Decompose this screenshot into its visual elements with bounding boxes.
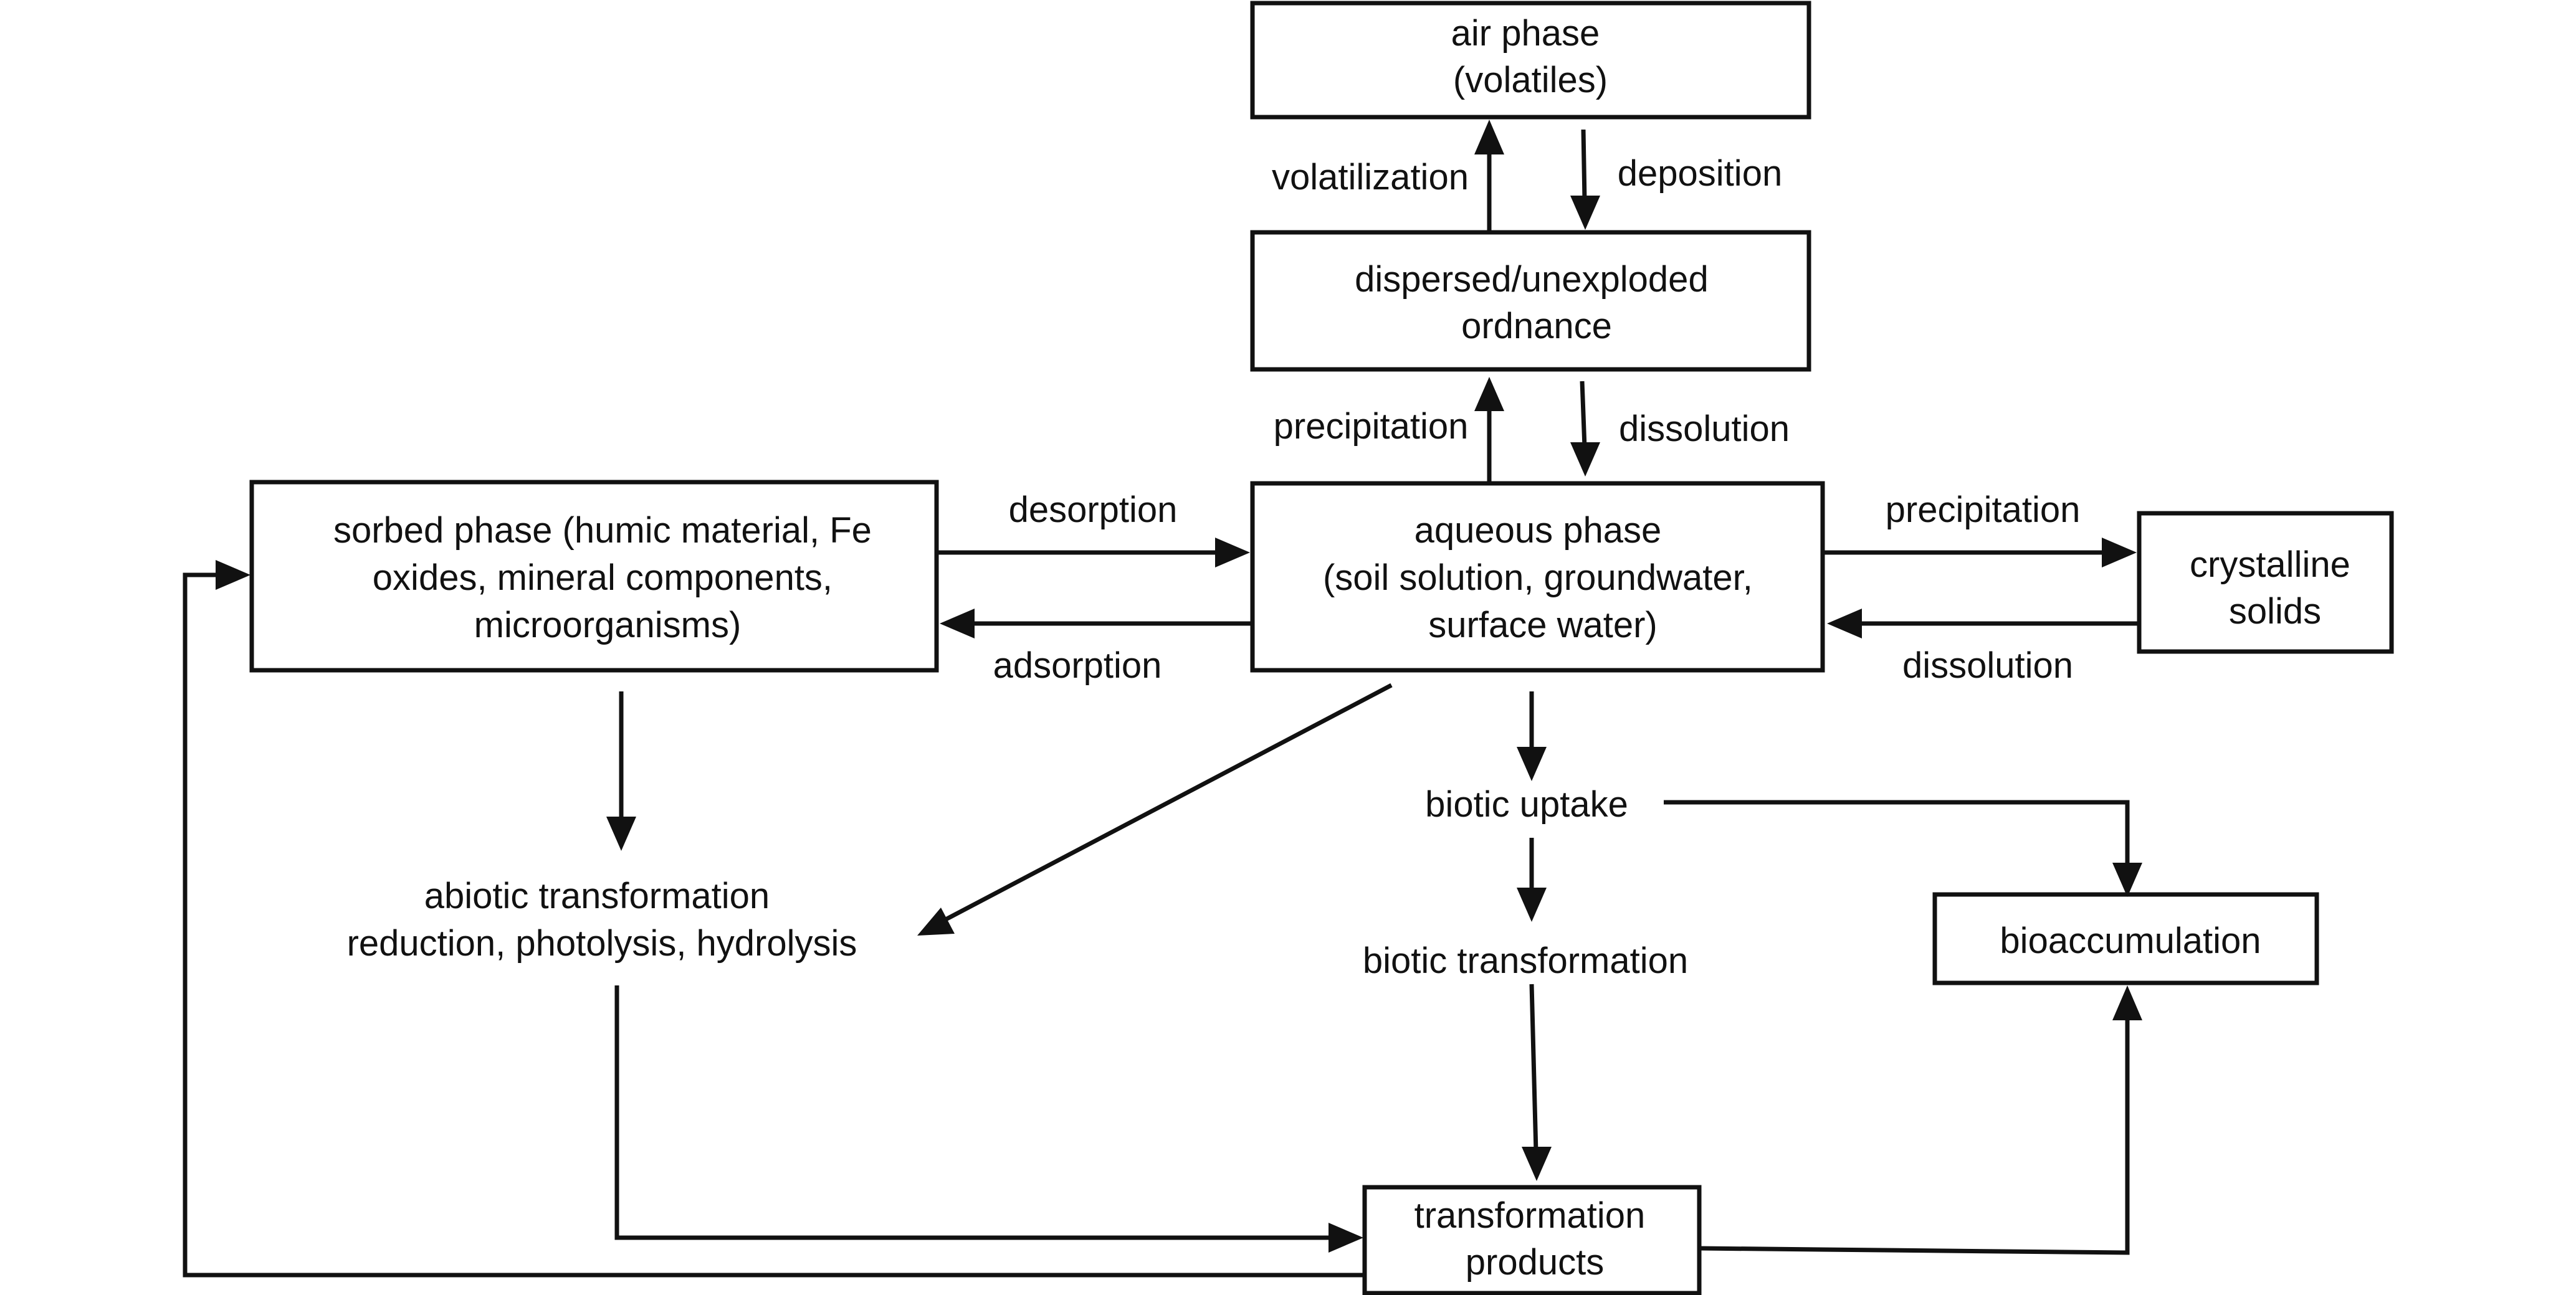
biotic-uptake-to-bioaccumulation-arrow (1664, 800, 2142, 897)
ordnance-label-line-2: ordnance (1461, 306, 1612, 346)
sorbed-phase-label-line-1: sorbed phase (humic material, Fe (333, 510, 872, 551)
transformation-products-node: transformation products (1362, 1185, 1702, 1295)
sorbed-phase-node: sorbed phase (humic material, Fe oxides,… (249, 480, 939, 673)
precipitation-right-arrow (1823, 538, 2137, 567)
transformation-products-box (1362, 1185, 1702, 1295)
desorption-arrow (937, 538, 1250, 567)
biotic-uptake-label-line-1: biotic uptake (1425, 784, 1628, 825)
biotic-transformation-label: biotic transformation (1363, 941, 1688, 981)
abiotic-transformation-label: abiotic transformation reduction, photol… (347, 876, 857, 964)
volatilization-label: volatilization (1272, 157, 1469, 197)
deposition-arrow (1570, 129, 1600, 230)
crystalline-solids-node: crystalline solids (2137, 511, 2394, 654)
adsorption-label: adsorption (993, 645, 1162, 686)
biotic-transformation-to-products-arrow (1522, 984, 1552, 1181)
crystalline-solids-label: crystalline solids (2190, 544, 2360, 632)
desorption-label: desorption (1009, 490, 1178, 530)
sorbed-phase-label-line-3: microorganisms) (474, 605, 742, 645)
dissolution-down-label: dissolution (1619, 409, 1790, 449)
air-phase-box (1250, 1, 1811, 120)
transformation-products-label-line-1: transformation (1414, 1195, 1646, 1236)
dissolution-down-arrow (1570, 381, 1600, 477)
biotic-transformation-label-line-1: biotic transformation (1363, 941, 1688, 981)
deposition-label: deposition (1618, 153, 1782, 194)
crystalline-solids-label-line-2: solids (2229, 591, 2321, 632)
ordnance-label: dispersed/unexploded ordnance (1355, 259, 1719, 346)
crystalline-solids-label-line-1: crystalline (2190, 544, 2350, 585)
products-to-sorbed-arrow (183, 560, 1365, 1278)
aqueous-to-biotic-uptake-arrow (1517, 691, 1547, 781)
crystalline-solids-box (2137, 511, 2394, 654)
bioaccumulation-node: bioaccumulation (1932, 892, 2319, 985)
sorbed-phase-box (249, 480, 939, 673)
biotic-uptake-label: biotic uptake (1425, 784, 1628, 825)
bioaccumulation-label: bioaccumulation (2000, 921, 2261, 961)
dissolution-left-arrow (1827, 609, 2139, 638)
dissolution-left-label: dissolution (1902, 645, 2073, 686)
air-phase-label-line-2: (volatiles) (1453, 60, 1608, 100)
sorbed-phase-label-line-2: oxides, mineral components, (373, 557, 832, 598)
air-phase-node: air phase (volatiles) (1250, 1, 1811, 120)
adsorption-arrow (940, 609, 1252, 638)
air-phase-label: air phase (volatiles) (1451, 13, 1610, 100)
abiotic-transformation-label-line-1: abiotic transformation (424, 876, 770, 916)
precipitation-up-arrow (1474, 377, 1504, 483)
sorbed-to-abiotic-arrow (606, 691, 636, 851)
aqueous-phase-box (1250, 481, 1825, 673)
precipitation-right-label: precipitation (1886, 490, 2081, 530)
aqueous-phase-label-line-1: aqueous phase (1414, 510, 1662, 551)
ordnance-label-line-1: dispersed/unexploded (1355, 259, 1709, 300)
abiotic-to-products-arrow (614, 985, 1363, 1253)
volatilization-arrow (1474, 120, 1504, 232)
products-to-bioaccumulation-arrow (1699, 985, 2142, 1255)
abiotic-transformation-label-line-2: reduction, photolysis, hydrolysis (347, 923, 857, 964)
aqueous-phase-label-line-3: surface water) (1428, 605, 1657, 645)
precipitation-up-label: precipitation (1274, 406, 1469, 447)
transformation-products-label: transformation products (1414, 1195, 1656, 1283)
sorbed-phase-label: sorbed phase (humic material, Fe oxides,… (333, 510, 882, 645)
bioaccumulation-box (1932, 892, 2319, 985)
aqueous-to-abiotic-arrow (917, 683, 1393, 936)
bioaccumulation-label-line-1: bioaccumulation (2000, 921, 2261, 961)
ordnance-node: dispersed/unexploded ordnance (1250, 230, 1811, 372)
ordnance-box (1250, 230, 1811, 372)
air-phase-label-line-1: air phase (1451, 13, 1600, 54)
aqueous-phase-node: aqueous phase (soil solution, groundwate… (1250, 481, 1825, 673)
aqueous-phase-label: aqueous phase (soil solution, groundwate… (1323, 510, 1763, 645)
biotic-uptake-to-transformation-arrow (1517, 838, 1547, 922)
transformation-products-label-line-2: products (1466, 1242, 1604, 1283)
aqueous-phase-label-line-2: (soil solution, groundwater, (1323, 557, 1753, 598)
